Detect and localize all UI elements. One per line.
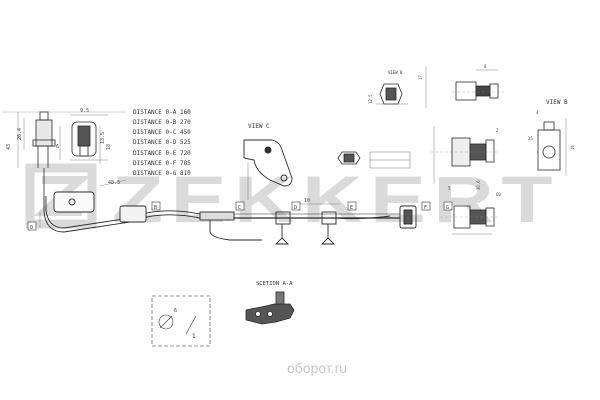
view-b-label: VIEW B: [546, 99, 568, 106]
marker-b: B: [154, 205, 157, 211]
marker-c: C: [238, 205, 241, 211]
distance-g: DISTANCE 0-G 810: [133, 170, 191, 177]
dim-25: 25: [528, 136, 533, 141]
dim-17: 17: [418, 75, 423, 80]
dim-5: 5: [448, 186, 451, 191]
dim-10: 10: [304, 198, 310, 204]
distance-a: DISTANCE 0-A 160: [133, 109, 191, 116]
watermark-site: оборот.ru: [287, 360, 347, 376]
dim-9: 9.5: [80, 108, 89, 114]
marker-g: G: [446, 205, 449, 211]
cable-assembly: 10 48.5: [39, 179, 417, 245]
connector-views: VIEW B 12.5 17 8 VIEW B 16 30.6 5: [337, 64, 575, 235]
dim-6-detail: 6: [174, 308, 177, 314]
dim-2: 2: [496, 128, 499, 133]
view-c-bracket: VIEW C: [243, 123, 293, 200]
section-aa: SCETION A-A: [245, 281, 295, 325]
distance-c: DISTANCE 0-C 450: [133, 129, 191, 136]
dim-8: 8: [484, 64, 487, 69]
sensor-side-view: 43 26.4 6: [2, 111, 126, 196]
marker-f: F: [424, 205, 427, 211]
distance-d: DISTANCE 0-D 525: [133, 139, 191, 146]
sensor-front-view: 18 13.5 9.5: [70, 108, 112, 164]
view-c-label: VIEW C: [248, 123, 270, 130]
dim-4: 4: [536, 110, 539, 115]
dim-18: 18: [106, 144, 112, 150]
dim-30: 30.6: [476, 180, 481, 190]
dim-12: 12.5: [368, 94, 373, 104]
dim-48: 48.5: [108, 180, 120, 186]
view-b-small-label: VIEW B: [388, 70, 403, 75]
distance-e: DISTANCE 0-E 720: [133, 150, 191, 157]
markers: 0 B C D E F G: [27, 201, 453, 231]
distance-f: DISTANCE 0-F 785: [133, 160, 191, 167]
dim-60: 60: [496, 192, 501, 197]
section-aa-label: SCETION A-A: [256, 281, 293, 287]
dim-1: 1: [192, 333, 196, 340]
dim-16: 16: [570, 145, 575, 150]
dim-26: 26.4: [17, 128, 23, 140]
distance-table: DISTANCE 0-A 160 DISTANCE 0-B 270 DISTAN…: [133, 109, 191, 177]
dim-43: 43: [6, 144, 12, 150]
dim-13: 13.5: [100, 132, 106, 144]
marker-zero: 0: [30, 225, 33, 231]
watermark: ZEKKERT оборот.ru: [25, 162, 554, 376]
marker-d: D: [294, 205, 297, 211]
distance-b: DISTANCE 0-B 270: [133, 119, 191, 126]
detail-box: 1 6: [151, 295, 211, 347]
marker-e: E: [350, 205, 353, 211]
dim-6-left: 6: [56, 144, 59, 150]
